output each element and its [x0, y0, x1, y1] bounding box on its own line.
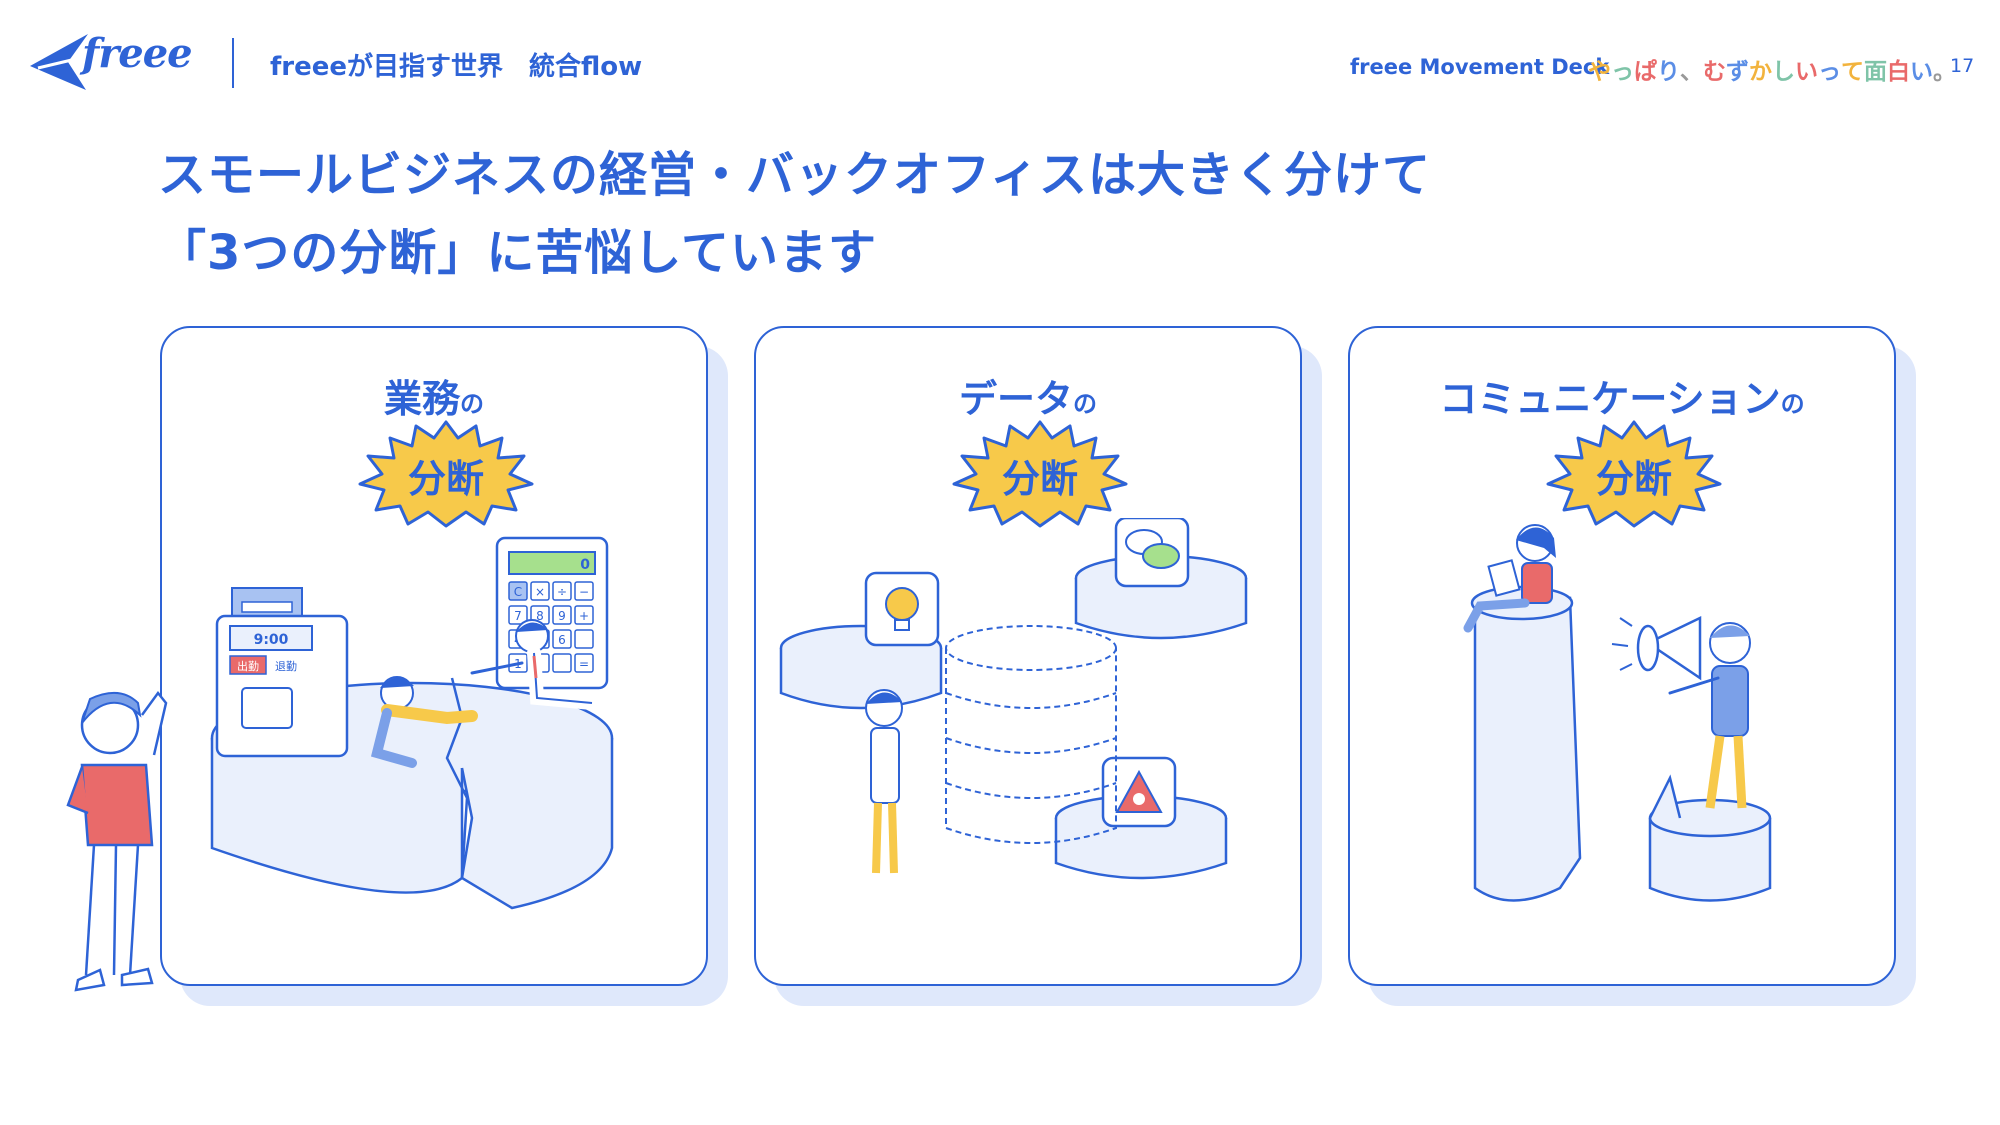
calculator-key [574, 653, 594, 673]
freee-bird-logo-icon [30, 34, 88, 90]
calculator-key [574, 581, 594, 601]
burst-badge-icon [1546, 420, 1722, 528]
tagline-char: り [1657, 59, 1680, 85]
burst-label: 分断 [1595, 457, 1672, 501]
header-title: freeeが目指す世界 統合flow [270, 52, 643, 82]
tagline-char: や [1588, 59, 1611, 85]
calculator-key [508, 605, 528, 625]
warning-triangle-icon [1101, 756, 1177, 828]
tagline: やっぱり、むずかしいって面白い。 [1588, 52, 1956, 86]
calculator-key-label: × [535, 585, 545, 599]
heading-line-1: スモールビジネスの経営・バックオフィスは大きく分けて [158, 147, 1432, 203]
calculator-key [574, 629, 594, 649]
tagline-char: て [1841, 59, 1864, 85]
data-illustration [779, 518, 1248, 880]
calculator-key-label: − [579, 585, 589, 599]
panel-communication: コミュニケーションの 分断 [1348, 326, 1896, 986]
logo-text: freee [82, 30, 193, 77]
burst-badge-icon [952, 420, 1128, 528]
page-number: 17 [1950, 55, 1975, 77]
clock-out-label: 退勤 [275, 660, 297, 673]
clock-time: 9:00 [254, 632, 289, 648]
panel-title: 業務の [383, 377, 484, 421]
girl-figure [1463, 524, 1556, 633]
tagline-char: ぱ [1634, 59, 1657, 85]
header: freee freeeが目指す世界 統合flow freee Movement … [0, 0, 2000, 120]
calculator-key-label: ÷ [557, 585, 567, 599]
tagline-char: ず [1726, 59, 1749, 85]
header-divider [232, 38, 234, 88]
tagline-char: む [1703, 59, 1726, 85]
tagline-char: 面 [1864, 59, 1887, 85]
calculator-key [552, 605, 572, 625]
tagline-char: 。 [1933, 59, 1956, 85]
tagline-char: 、 [1680, 59, 1703, 85]
page-heading: スモールビジネスの経営・バックオフィスは大きく分けて 「3つの分断」に苦悩してい… [158, 136, 1431, 292]
communication-illustration [1463, 524, 1772, 902]
panel-title: データの [958, 377, 1097, 421]
database-icon [945, 625, 1117, 844]
business-illustration: 9:00 出勤 退勤 0 C×÷−789+4561= [210, 536, 614, 910]
calculator-key [552, 581, 572, 601]
tagline-char: か [1749, 59, 1772, 85]
tagline-char: い [1910, 59, 1933, 85]
calculator-key [552, 629, 572, 649]
panel-title: コミュニケーションの [1439, 377, 1805, 421]
calculator-key-label: 9 [558, 609, 566, 623]
burst-label: 分断 [407, 457, 484, 501]
calculator-key-label: 8 [536, 609, 544, 623]
calculator-display: 0 [580, 557, 590, 573]
heading-line-2: 「3つの分断」に苦悩しています [158, 225, 877, 281]
tagline-char: っ [1818, 59, 1841, 85]
onlooker-figure [66, 690, 168, 992]
calculator-key-label: 6 [558, 633, 566, 647]
calculator-key [552, 653, 572, 673]
megaphone-icon [1611, 616, 1702, 681]
woman-figure [370, 676, 478, 768]
shouting-boy-figure [1668, 622, 1751, 809]
calculator-key [574, 605, 594, 625]
panel-data: データの 分断 [754, 326, 1302, 986]
calculator-key-label: 7 [514, 609, 522, 623]
clock-in-label: 出勤 [237, 659, 259, 673]
tagline-char: っ [1611, 59, 1634, 85]
panel-business: 業務の 分断 9:00 出勤 退勤 0 C×÷−789+4561= [160, 326, 708, 986]
tagline-char: 白 [1887, 59, 1910, 85]
chat-bubble-icon [1114, 518, 1190, 588]
burst-badge-icon [358, 420, 534, 528]
calculator-key-label: + [579, 609, 589, 623]
tagline-char: し [1772, 59, 1795, 85]
calculator-key [530, 581, 550, 601]
time-clock-icon [215, 587, 349, 758]
lightbulb-icon [864, 571, 940, 647]
man-figure [470, 619, 599, 710]
calculator-key [508, 581, 528, 601]
calculator-key-label: C [514, 585, 522, 599]
calculator-key-label: = [579, 657, 589, 671]
burst-label: 分断 [1001, 457, 1078, 501]
deck-name: freee Movement Deck [1350, 55, 1610, 79]
tagline-char: い [1795, 59, 1818, 85]
boy-figure [865, 689, 903, 874]
